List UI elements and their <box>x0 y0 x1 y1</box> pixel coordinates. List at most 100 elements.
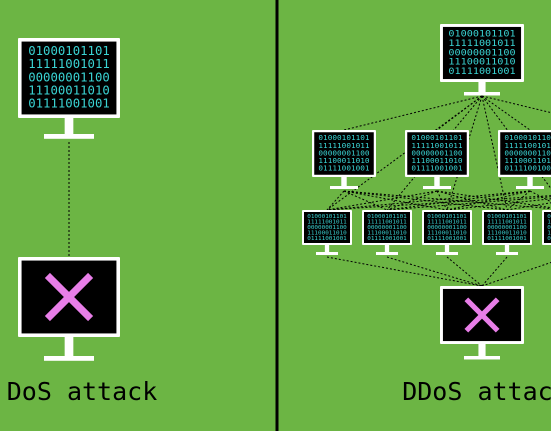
connection-line <box>326 256 483 287</box>
binary-line: 11100011010 <box>318 156 369 165</box>
binary-line: 11100011010 <box>547 230 551 236</box>
monitor-base <box>44 356 94 361</box>
connection-line <box>386 196 551 211</box>
binary-line: 11100011010 <box>411 156 462 165</box>
monitor-base <box>464 92 500 96</box>
bot-monitor-tier2-2: 0100010110111111001011000000011001110001… <box>362 210 412 255</box>
connection-line <box>343 190 448 211</box>
connection-line <box>436 190 508 211</box>
monitor-stand <box>527 176 533 186</box>
connection-line <box>529 190 551 203</box>
left-caption: DoS attack <box>7 377 158 406</box>
binary-line: 11100011010 <box>448 58 515 68</box>
monitor-base <box>44 134 94 139</box>
binary-line: 01111001001 <box>367 236 407 242</box>
monitor-base <box>330 186 358 189</box>
binary-line: 11111001011 <box>28 57 110 72</box>
monitor-screen <box>21 41 117 115</box>
dos-target-monitor <box>18 257 120 361</box>
binary-line: 00000001100 <box>411 148 462 157</box>
connection-line <box>386 190 438 211</box>
binary-line: 11100011010 <box>427 230 467 236</box>
monitor-screen <box>442 26 522 80</box>
bot-monitor-tier2-5: 0100010110111111001011000000011001110001… <box>542 210 551 245</box>
connection-line <box>446 256 483 287</box>
monitor-base <box>423 186 451 189</box>
monitor-stand <box>478 343 486 356</box>
monitor-stand <box>444 244 450 252</box>
binary-line: 01000101101 <box>547 214 551 220</box>
binary-line: 01111001001 <box>547 236 551 242</box>
monitor-base <box>376 252 398 255</box>
binary-line: 01000101101 <box>487 214 527 220</box>
monitor-base <box>496 252 518 255</box>
binary-line: 11100011010 <box>307 230 347 236</box>
binary-line: 01111001001 <box>411 164 462 173</box>
connection-line <box>506 202 551 211</box>
binary-line: 01111001001 <box>427 236 467 242</box>
right-caption: DDoS attack <box>402 377 551 406</box>
connection-line <box>386 95 483 211</box>
binary-line: 00000001100 <box>547 225 551 231</box>
monitor-stand <box>64 336 74 356</box>
binary-line: 00000001100 <box>504 148 551 157</box>
binary-line: 11100011010 <box>487 230 527 236</box>
monitor-screen <box>424 212 470 243</box>
monitor-screen <box>484 212 530 243</box>
binary-line: 01000101101 <box>367 214 407 220</box>
monitor-stand <box>504 244 510 252</box>
connection-line <box>481 95 508 211</box>
connection-line <box>436 190 448 211</box>
binary-line: 11111001011 <box>448 39 515 49</box>
binary-line: 01111001001 <box>448 67 515 77</box>
bot-monitor-tier1-3: 0100010110111111001011000000011001110001… <box>498 130 551 189</box>
connection-line <box>326 190 345 211</box>
binary-line: 00000001100 <box>318 148 369 157</box>
bot-monitor-tier1-1: 0100010110111111001011000000011001110001… <box>312 130 376 189</box>
binary-line: 01111001001 <box>318 164 369 173</box>
bot-monitor-tier2-1: 0100010110111111001011000000011001110001… <box>302 210 352 255</box>
bot-monitor-tier2-4: 0100010110111111001011000000011001110001… <box>482 210 532 255</box>
monitor-screen <box>314 132 374 175</box>
connection-line <box>386 256 483 287</box>
binary-line: 01000101101 <box>318 133 369 142</box>
monitor-screen <box>304 212 350 243</box>
binary-line: 11111001011 <box>318 141 369 150</box>
binary-line: 00000001100 <box>487 225 527 231</box>
binary-line: 11111001011 <box>487 219 527 225</box>
binary-line: 11111001011 <box>547 219 551 225</box>
monitor-base <box>516 186 544 189</box>
monitor-stand <box>324 244 330 252</box>
ddos-target-monitor <box>440 286 524 360</box>
binary-line: 11111001011 <box>307 219 347 225</box>
binary-line: 11100011010 <box>367 230 407 236</box>
connection-line <box>446 198 551 211</box>
binary-line: 00000001100 <box>448 48 515 58</box>
bot-monitor-tier2-3: 0100010110111111001011000000011001110001… <box>422 210 472 255</box>
monitor-screen <box>364 212 410 243</box>
computer-nodes: 0100010110111111001011000000011001110001… <box>18 24 551 361</box>
binary-line: 00000001100 <box>367 225 407 231</box>
monitor-base <box>436 252 458 255</box>
connection-line <box>446 190 531 211</box>
dos-attacker-monitor: 0100010110111111001011000000011001110001… <box>18 38 120 139</box>
binary-line: 11111001011 <box>367 219 407 225</box>
connection-line <box>481 95 531 131</box>
cross-icon <box>44 272 94 322</box>
monitor-base <box>464 356 500 360</box>
monitor-stand <box>434 176 440 186</box>
binary-line: 11100011010 <box>504 156 551 165</box>
binary-line: 01111001001 <box>307 236 347 242</box>
connection-line <box>481 261 551 287</box>
connection-line <box>326 190 438 211</box>
bot-monitor-tier1-2: 0100010110111111001011000000011001110001… <box>405 130 469 189</box>
binary-line: 01000101101 <box>448 30 515 40</box>
connection-line <box>386 190 531 211</box>
binary-line: 00000001100 <box>28 70 110 85</box>
monitor-stand <box>478 81 486 92</box>
connection-line <box>481 95 551 114</box>
monitor-screen <box>407 132 467 175</box>
binary-line: 01000101101 <box>411 133 462 142</box>
connection-line <box>326 95 483 211</box>
